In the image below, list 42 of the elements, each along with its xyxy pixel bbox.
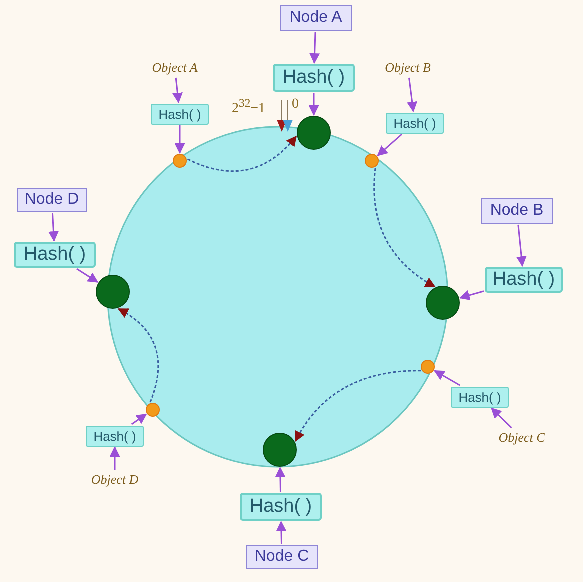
arrow <box>310 32 320 64</box>
server-node-dot <box>297 116 331 150</box>
object-label: Object B <box>377 59 439 77</box>
arrow <box>172 78 183 104</box>
object-label: Object A <box>144 59 206 77</box>
node-box: Node C <box>246 545 318 569</box>
object-label: Object C <box>491 429 553 447</box>
arrow <box>308 93 320 116</box>
arrow <box>118 308 160 403</box>
hash-function-box: Hash( ) <box>240 493 322 521</box>
object-dot <box>173 154 187 168</box>
object-label: Object D <box>84 471 146 489</box>
arrow <box>188 136 298 172</box>
arrow <box>491 408 512 429</box>
ring-max-value: 2$^{32}$−1 <box>232 97 266 118</box>
arrow <box>374 168 436 288</box>
arrow <box>377 134 402 156</box>
hash-function-box: Hash( ) <box>386 112 444 134</box>
arrow <box>276 520 287 544</box>
arrow <box>76 268 99 283</box>
hash-function-box: Hash( ) <box>14 242 96 268</box>
arrow <box>459 290 484 301</box>
hash-function-box: Hash( ) <box>151 104 209 124</box>
arrow <box>434 370 460 386</box>
arrow <box>407 78 418 113</box>
node-box: Node D <box>17 188 87 212</box>
arrow <box>516 224 527 268</box>
hash-function-box: Hash( ) <box>451 386 509 408</box>
node-box: Node A <box>280 5 352 31</box>
arrow <box>131 414 148 426</box>
hash-function-box: Hash( ) <box>273 64 355 92</box>
hash-function-box: Hash( ) <box>485 267 563 293</box>
server-node-dot <box>426 286 460 320</box>
arrow <box>275 466 286 492</box>
node-box: Node B <box>481 198 553 224</box>
arrow <box>110 446 120 470</box>
ring-zero-value: 0 <box>292 97 299 113</box>
arrow <box>48 212 59 242</box>
hash-function-box: Hash( ) <box>86 426 144 446</box>
server-node-dot <box>96 275 130 309</box>
arrow <box>295 370 422 442</box>
arrow <box>174 126 186 154</box>
